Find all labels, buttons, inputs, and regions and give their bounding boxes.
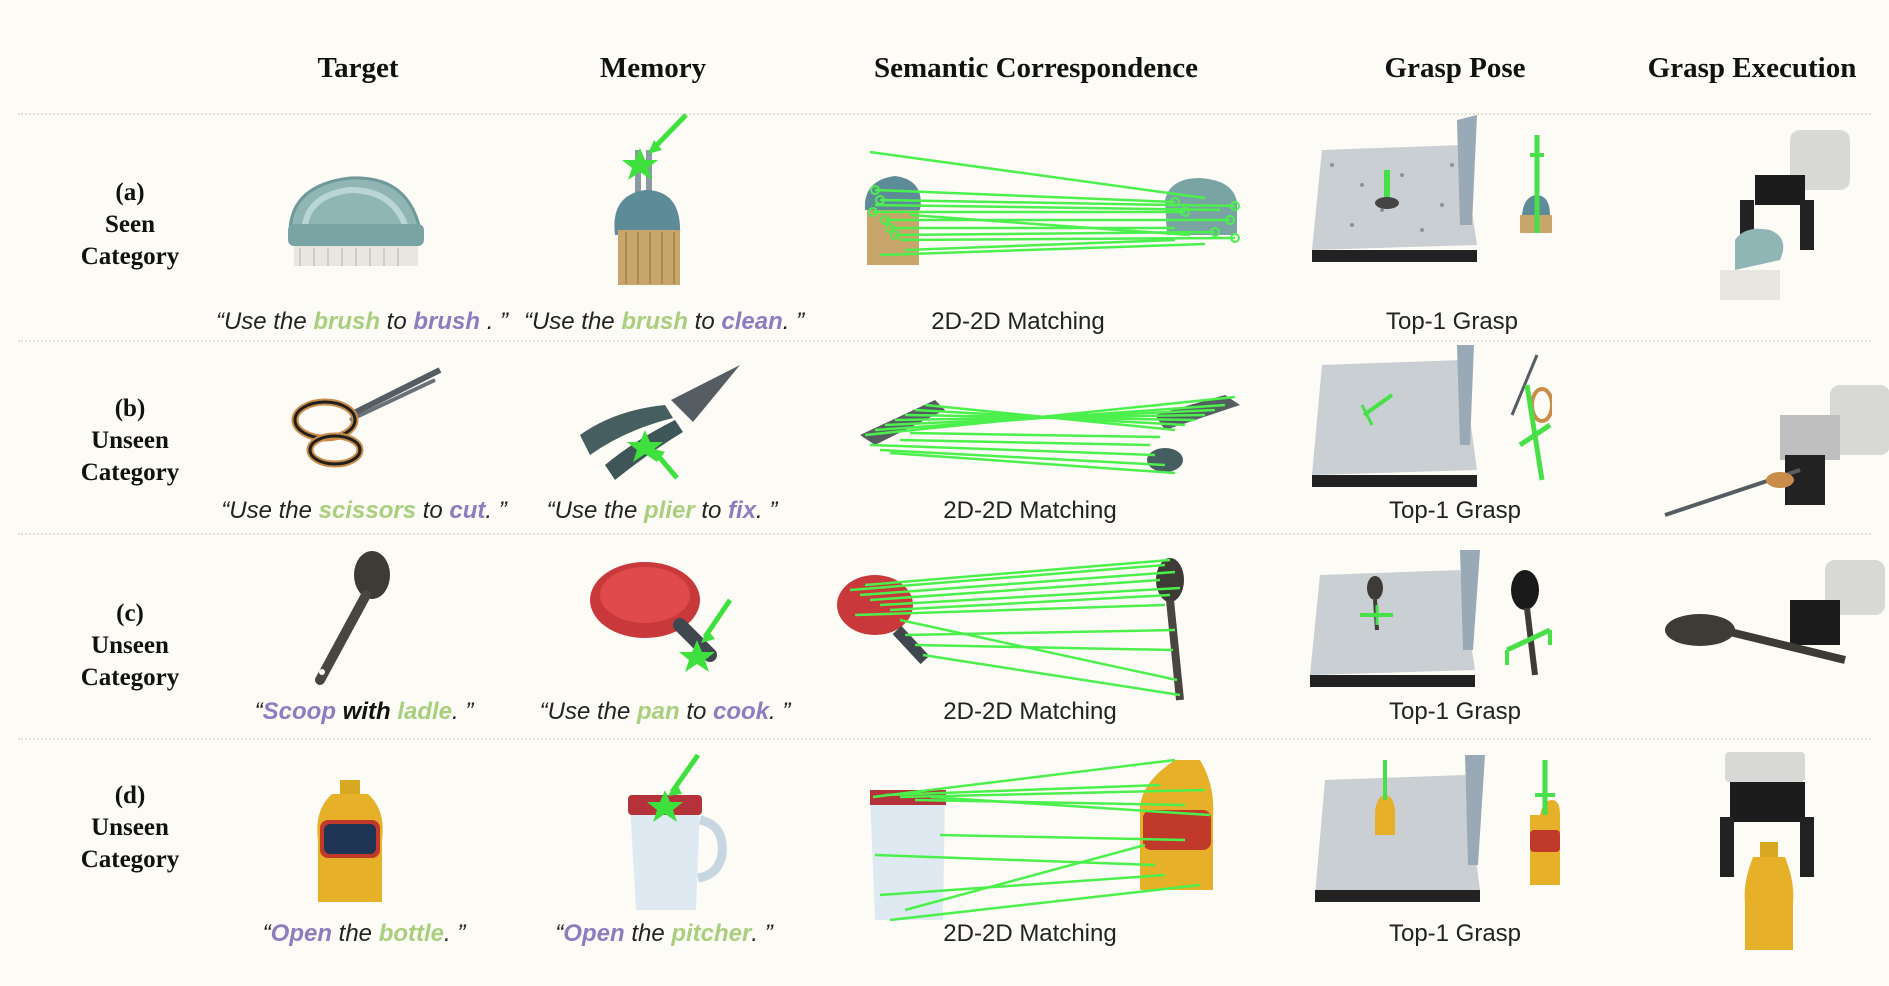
correspondence-image-a (845, 140, 1250, 280)
grasp-execution-image-c (1665, 560, 1885, 680)
grasp-label-c: Top-1 Grasp (1388, 698, 1522, 725)
correspondence-image-c (835, 550, 1205, 710)
grasp-label-a: Top-1 Grasp (1385, 308, 1519, 335)
grasp-pose-image-a (1292, 115, 1552, 295)
grasp-execution-image-a (1690, 130, 1850, 320)
memory-caption-a: “Use the brush to clean. ” (523, 308, 805, 335)
target-image-brush (280, 160, 440, 280)
target-caption-b: “Use the scissors to cut. ” (221, 497, 507, 524)
row-separator (18, 340, 1871, 342)
correspondence-image-d (865, 755, 1215, 925)
row-separator (18, 738, 1871, 740)
correspondence-image-b (855, 385, 1250, 485)
memory-image-plier (575, 360, 745, 490)
grasp-execution-image-d (1705, 752, 1835, 952)
memory-caption-d: “Open the pitcher. ” (555, 920, 773, 947)
memory-image-dustpan-brush (590, 110, 720, 290)
grasp-pose-image-d (1290, 755, 1560, 905)
matching-label-c: 2D-2D Matching (943, 698, 1117, 725)
header-memory: Memory (599, 52, 707, 84)
grasp-label-b: Top-1 Grasp (1388, 497, 1522, 524)
memory-image-pitcher (610, 750, 730, 920)
target-image-scissors (290, 365, 450, 475)
grasp-pose-image-c (1285, 550, 1555, 690)
target-image-ladle (300, 550, 400, 690)
target-caption-c: “Scoop with ladle. ” (254, 698, 474, 725)
header-grasp-pose: Grasp Pose (1384, 52, 1526, 84)
row-separator (18, 533, 1871, 535)
header-target: Target (317, 52, 399, 84)
grasp-pose-image-b (1292, 345, 1552, 495)
row-separator (18, 113, 1871, 115)
target-image-bottle (310, 780, 390, 910)
grasp-execution-image-b (1660, 385, 1889, 520)
header-semantic-correspondence: Semantic Correspondence (873, 52, 1199, 84)
matching-label-d: 2D-2D Matching (943, 920, 1117, 947)
memory-image-pan (585, 555, 755, 675)
matching-label-a: 2D-2D Matching (931, 308, 1105, 335)
grasp-label-d: Top-1 Grasp (1388, 920, 1522, 947)
matching-label-b: 2D-2D Matching (943, 497, 1117, 524)
memory-caption-b: “Use the plier to fix. ” (546, 497, 778, 524)
target-caption-a: “Use the brush to brush . ” (215, 308, 509, 335)
header-grasp-execution: Grasp Execution (1647, 52, 1857, 84)
target-caption-d: “Open the bottle. ” (262, 920, 466, 947)
memory-caption-c: “Use the pan to cook. ” (539, 698, 791, 725)
